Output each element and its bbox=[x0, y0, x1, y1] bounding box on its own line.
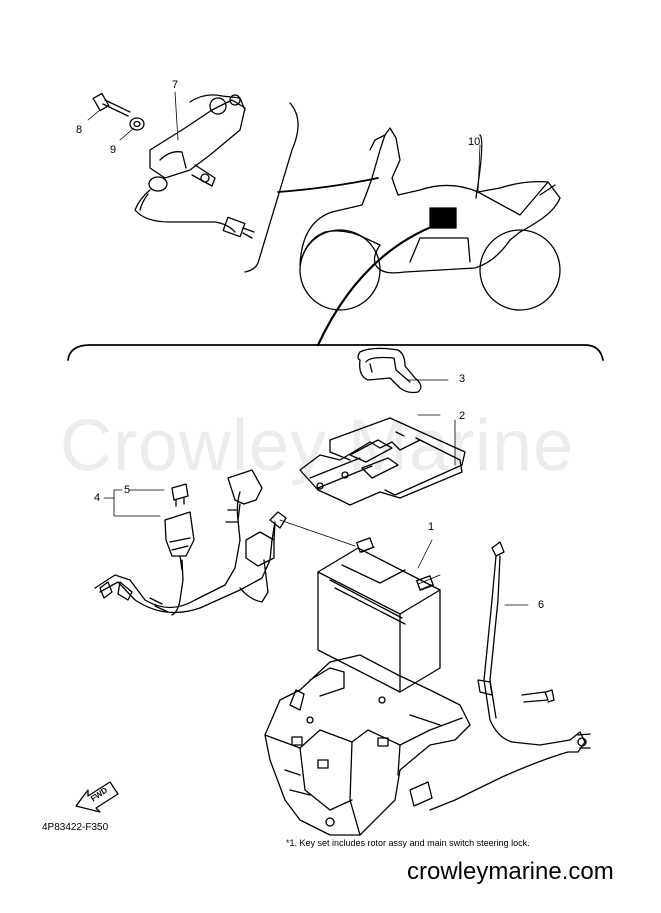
scooter-silhouette bbox=[299, 127, 561, 311]
footnote: *1. Key set includes rotor assy and main… bbox=[286, 838, 530, 848]
leader-lines bbox=[87, 91, 529, 606]
battery-holder bbox=[299, 417, 466, 506]
pointer-line bbox=[277, 177, 438, 347]
callout-8: 8 bbox=[76, 124, 83, 136]
battery bbox=[317, 537, 441, 693]
callout-7: 7 bbox=[172, 79, 179, 91]
callout-9: 9 bbox=[110, 144, 117, 156]
website-label: crowleymarine.com bbox=[407, 858, 614, 885]
callout-4: 4 bbox=[94, 492, 101, 504]
diagram-code: 4P83422-F350 bbox=[42, 822, 109, 833]
battery-band bbox=[357, 347, 422, 394]
separator-curve-upper bbox=[244, 102, 299, 273]
callout-10: 10 bbox=[468, 136, 481, 148]
separator-arc-lower bbox=[67, 344, 604, 361]
battery-cable bbox=[409, 541, 591, 811]
battery-box bbox=[264, 654, 471, 836]
callout-6: 6 bbox=[538, 599, 545, 611]
watermark: Crowley Marine bbox=[60, 406, 575, 486]
wire-harness bbox=[94, 469, 287, 616]
callout-2: 2 bbox=[459, 410, 466, 422]
callout-1: 1 bbox=[428, 521, 435, 533]
callout-5: 5 bbox=[124, 484, 131, 496]
callout-3: 3 bbox=[459, 373, 466, 385]
fwd-arrow-icon bbox=[75, 781, 119, 813]
main-switch-assembly bbox=[92, 92, 255, 239]
fuse bbox=[171, 483, 189, 507]
